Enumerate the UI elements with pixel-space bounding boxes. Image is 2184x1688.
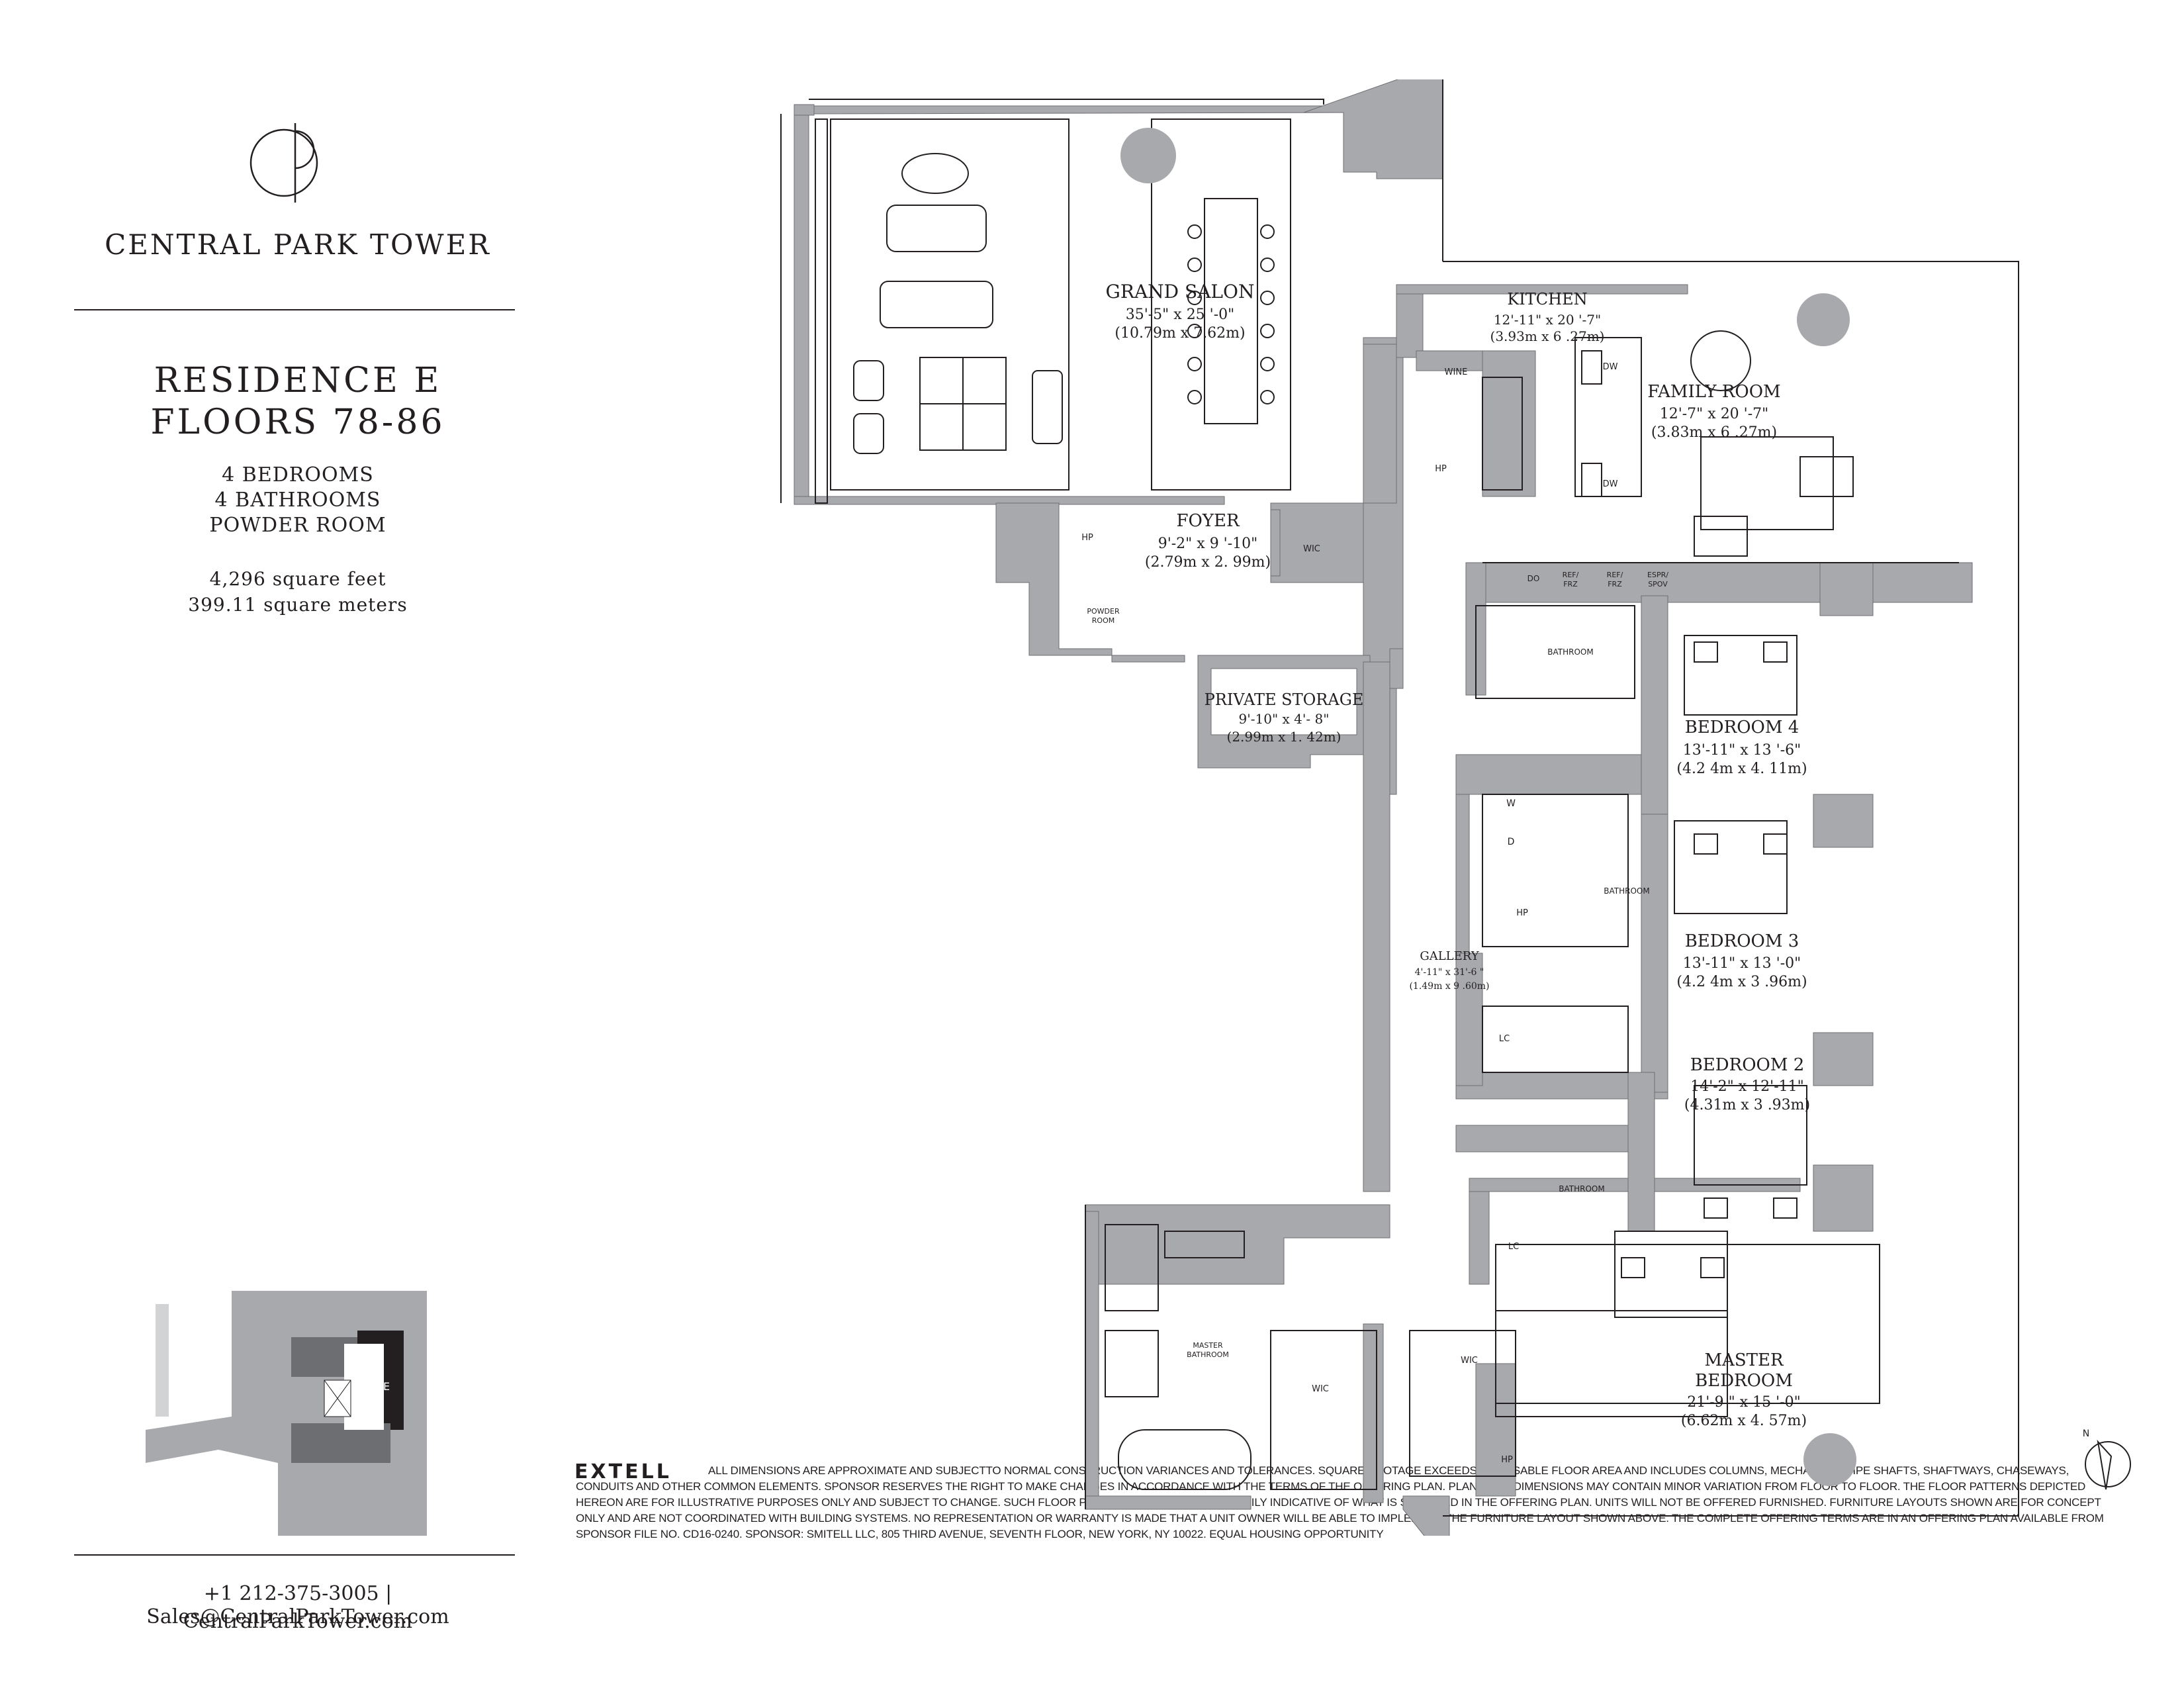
legal-disclaimer: ALL DIMENSIONS ARE APPROXIMATE AND SUBJE…: [576, 1464, 2104, 1540]
spec-powder-room: POWDER ROOM: [209, 514, 387, 537]
north-arrow-icon: N: [2083, 1429, 2131, 1490]
key-plan: E: [146, 1291, 427, 1536]
spec-bathrooms: 4 BATHROOMS: [214, 489, 381, 512]
top-divider: [74, 309, 515, 310]
master-bedroom-label-2: BEDROOM: [1695, 1371, 1793, 1391]
bedroom2-label: BEDROOM 2: [1690, 1055, 1805, 1075]
keyplan-unit-label: E: [383, 1380, 390, 1393]
bedroom4-label: BEDROOM 4: [1685, 718, 1799, 737]
bathroom-label-2: BATHROOM: [1559, 1184, 1604, 1194]
bedroom2-dim-metric: (4.31m x 3 .93m): [1684, 1097, 1810, 1113]
lc-label-2: LC: [1508, 1242, 1519, 1252]
extell-logo: EXTELL: [574, 1460, 672, 1483]
ref-frz-label-1a: REF/: [1563, 571, 1579, 579]
bedroom4-dim: 13'-11" x 13 '-6": [1683, 742, 1801, 759]
family-room-label: FAMILY ROOM: [1647, 382, 1780, 402]
kitchen-dim-metric: (3.93m x 6 .27m): [1490, 328, 1605, 344]
column-bottom-right: [1803, 1433, 1856, 1486]
exterior-glazing: [780, 79, 2019, 1517]
hp-label-foyer: HP: [1081, 533, 1093, 543]
washer-label: W: [1506, 798, 1516, 809]
kitchen-label: KITCHEN: [1507, 290, 1587, 308]
spec-bedrooms: 4 BEDROOMS: [222, 463, 374, 487]
gallery-label: GALLERY: [1420, 949, 1479, 963]
foyer-dim: 9'-2" x 9 '-10": [1158, 536, 1258, 552]
column-top-right: [1797, 293, 1850, 346]
bedroom3-label: BEDROOM 3: [1685, 931, 1799, 951]
residence-floors: FLOORS 78-86: [150, 402, 445, 442]
master-bath-label-1: MASTER: [1193, 1341, 1223, 1350]
kitchen-furniture: [1581, 330, 1854, 497]
ref-frz-label-2a: REF/: [1607, 571, 1623, 579]
grand-salon-dim-metric: (10.79m x 7.62m): [1115, 325, 1245, 342]
ref-frz-label-2b: FRZ: [1608, 580, 1622, 588]
compass-label: N: [2083, 1429, 2089, 1439]
interior-lines: [830, 118, 1959, 1490]
bedroom3-dim-metric: (4.2 4m x 3 .96m): [1676, 974, 1807, 990]
contact-phone-email[interactable]: +1 212-375-3005 | Sales@CentralParkTower…: [146, 1582, 449, 1628]
powder-room-label-2: ROOM: [1092, 616, 1115, 625]
private-storage-dim: 9'-10" x 4'- 8": [1239, 711, 1330, 727]
powder-room-label-1: POWDER: [1087, 607, 1120, 616]
walls: [794, 79, 1973, 1536]
master-bedroom-dim-metric: (6.62m x 4. 57m): [1681, 1413, 1807, 1429]
kitchen-dim: 12'-11" x 20 '-7": [1494, 312, 1601, 328]
grand-salon-dim: 35'-5" x 25 '-0": [1126, 306, 1235, 323]
gallery-dim: 4'-11" x 31'-6 ": [1415, 967, 1484, 978]
hp-label-laundry: HP: [1516, 908, 1528, 918]
bathroom-label-4: BATHROOM: [1547, 647, 1593, 657]
ref-frz-label-1b: FRZ: [1563, 580, 1578, 588]
do-label: DO: [1527, 574, 1540, 583]
master-bedroom-label-1: MASTER: [1704, 1350, 1784, 1370]
hp-label-kitchen: HP: [1435, 464, 1447, 474]
dw-label-2: DW: [1603, 479, 1618, 489]
bedroom4-dim-metric: (4.2 4m x 4. 11m): [1676, 761, 1807, 777]
wic-label-master-1: WIC: [1312, 1384, 1329, 1394]
grand-salon-label: GRAND SALON: [1106, 281, 1255, 303]
espr-label-1: ESPR/: [1647, 571, 1668, 579]
contact-website[interactable]: CentralParkTower.com: [183, 1610, 413, 1633]
wic-label-foyer: WIC: [1303, 544, 1320, 554]
brand-name: CENTRAL PARK TOWER: [105, 228, 491, 261]
lc-label-1: LC: [1499, 1034, 1510, 1044]
column-top-left: [1120, 128, 1176, 183]
area-sqft: 4,296 square feet: [209, 568, 387, 590]
foyer-dim-metric: (2.79m x 2. 99m): [1145, 554, 1271, 571]
family-room-dim-metric: (3.83m x 6 .27m): [1651, 424, 1777, 441]
bottom-divider: [74, 1554, 515, 1556]
residence-title: RESIDENCE E: [154, 361, 442, 400]
wic-label-master-2: WIC: [1461, 1356, 1478, 1366]
logo-mark-icon: [250, 123, 318, 203]
bathroom-label-3: BATHROOM: [1604, 886, 1649, 896]
beds: [1621, 635, 1797, 1278]
salon-furniture: [853, 153, 1063, 454]
master-bath-label-2: BATHROOM: [1187, 1350, 1229, 1359]
bedroom3-dim: 13'-11" x 13 '-0": [1683, 955, 1801, 972]
gallery-dim-metric: (1.49m x 9 .60m): [1409, 981, 1489, 992]
dryer-label: D: [1508, 837, 1515, 847]
fixture-labels: WINE HP HP WIC DW DW DO REF/ FRZ REF/ FR…: [1081, 362, 1668, 1465]
area-sqm: 399.11 square meters: [188, 594, 408, 616]
structural-columns: [1120, 128, 1856, 1486]
floor-plan: GRAND SALON 35'-5" x 25 '-0" (10.79m x 7…: [780, 79, 2019, 1536]
private-storage-dim-metric: (2.99m x 1. 42m): [1227, 729, 1342, 745]
foyer-label: FOYER: [1176, 511, 1240, 531]
wine-label: WINE: [1445, 367, 1468, 377]
master-bedroom-dim: 21'-9 " x 15 '-0": [1687, 1394, 1801, 1411]
hp-label-master: HP: [1501, 1455, 1513, 1465]
family-room-dim: 12'-7" x 20 '-7": [1660, 406, 1769, 422]
dw-label-1: DW: [1603, 362, 1618, 372]
private-storage-label: PRIVATE STORAGE: [1205, 690, 1364, 709]
espr-label-2: SPOV: [1648, 580, 1668, 588]
bedroom2-dim: 14'-2" x 12'-11": [1690, 1078, 1804, 1095]
dining-table: [1187, 198, 1275, 424]
